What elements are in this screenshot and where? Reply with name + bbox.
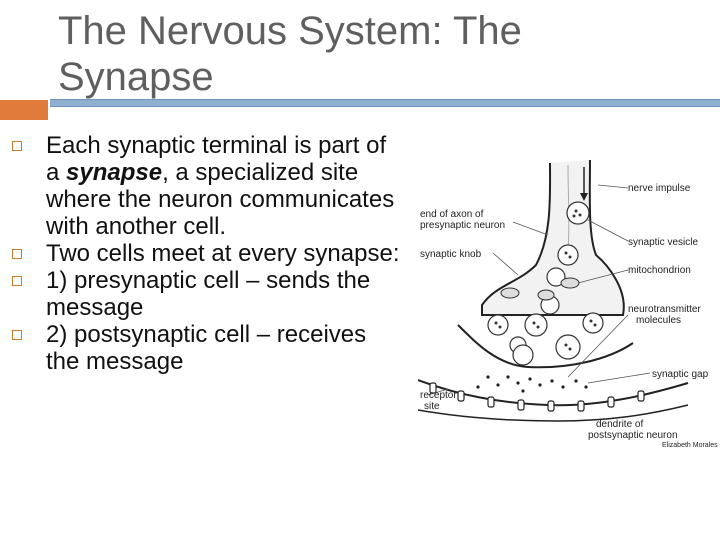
accent-square xyxy=(0,100,48,120)
bullet-box-icon xyxy=(12,249,22,259)
neurotransmitter-dots xyxy=(476,375,588,393)
label-receptor-1: receptor xyxy=(420,390,457,401)
label-neurotransmitter-2: molecules xyxy=(636,315,681,326)
arrow-head-icon xyxy=(580,193,588,201)
bullet-item: Each synaptic terminal is part of a syna… xyxy=(0,132,400,240)
bullet-item: 2) postsynaptic cell – receives the mess… xyxy=(0,321,400,375)
presynaptic-membrane xyxy=(457,324,634,369)
label-neurotransmitter-1: neurotransmitter xyxy=(628,304,701,315)
label-dendrite-2: postsynaptic neuron xyxy=(588,430,678,441)
label-end-of-axon-1: end of axon of xyxy=(420,209,484,220)
label-end-of-axon-2: presynaptic neuron xyxy=(420,220,505,231)
bullet-item: 1) presynaptic cell – sends the message xyxy=(0,267,400,321)
label-synaptic-gap: synaptic gap xyxy=(652,369,709,380)
title-rule xyxy=(50,99,720,107)
emphasis-synapse: synapse xyxy=(66,159,163,186)
label-synaptic-vesicle: synaptic vesicle xyxy=(628,237,698,248)
postsynaptic-membrane-lower xyxy=(418,404,689,422)
label-dendrite-1: dendrite of xyxy=(596,419,643,430)
credit-text: Elizabeth Morales xyxy=(662,442,718,449)
slide-title: The Nervous System: The Synapse xyxy=(58,9,522,99)
axon-outline xyxy=(481,159,625,316)
label-nerve-impulse: nerve impulse xyxy=(628,183,691,194)
mitochondria xyxy=(500,277,580,301)
label-synaptic-knob: synaptic knob xyxy=(420,249,482,260)
bullet-box-icon xyxy=(12,141,22,151)
bullet-box-icon xyxy=(12,276,22,286)
synapse-diagram: nerve impulse end of axon of presynaptic… xyxy=(418,159,718,449)
vesicles xyxy=(487,201,604,366)
label-mitochondrion: mitochondrion xyxy=(628,265,691,276)
label-receptor-2: site xyxy=(424,401,440,412)
bullet-item: Two cells meet at every synapse: xyxy=(0,240,400,267)
receptors xyxy=(429,382,645,412)
bullet-list: Each synaptic terminal is part of a syna… xyxy=(0,132,400,375)
bullet-box-icon xyxy=(12,330,22,340)
leader-lines xyxy=(427,184,651,396)
vesicle-dots xyxy=(494,209,597,351)
